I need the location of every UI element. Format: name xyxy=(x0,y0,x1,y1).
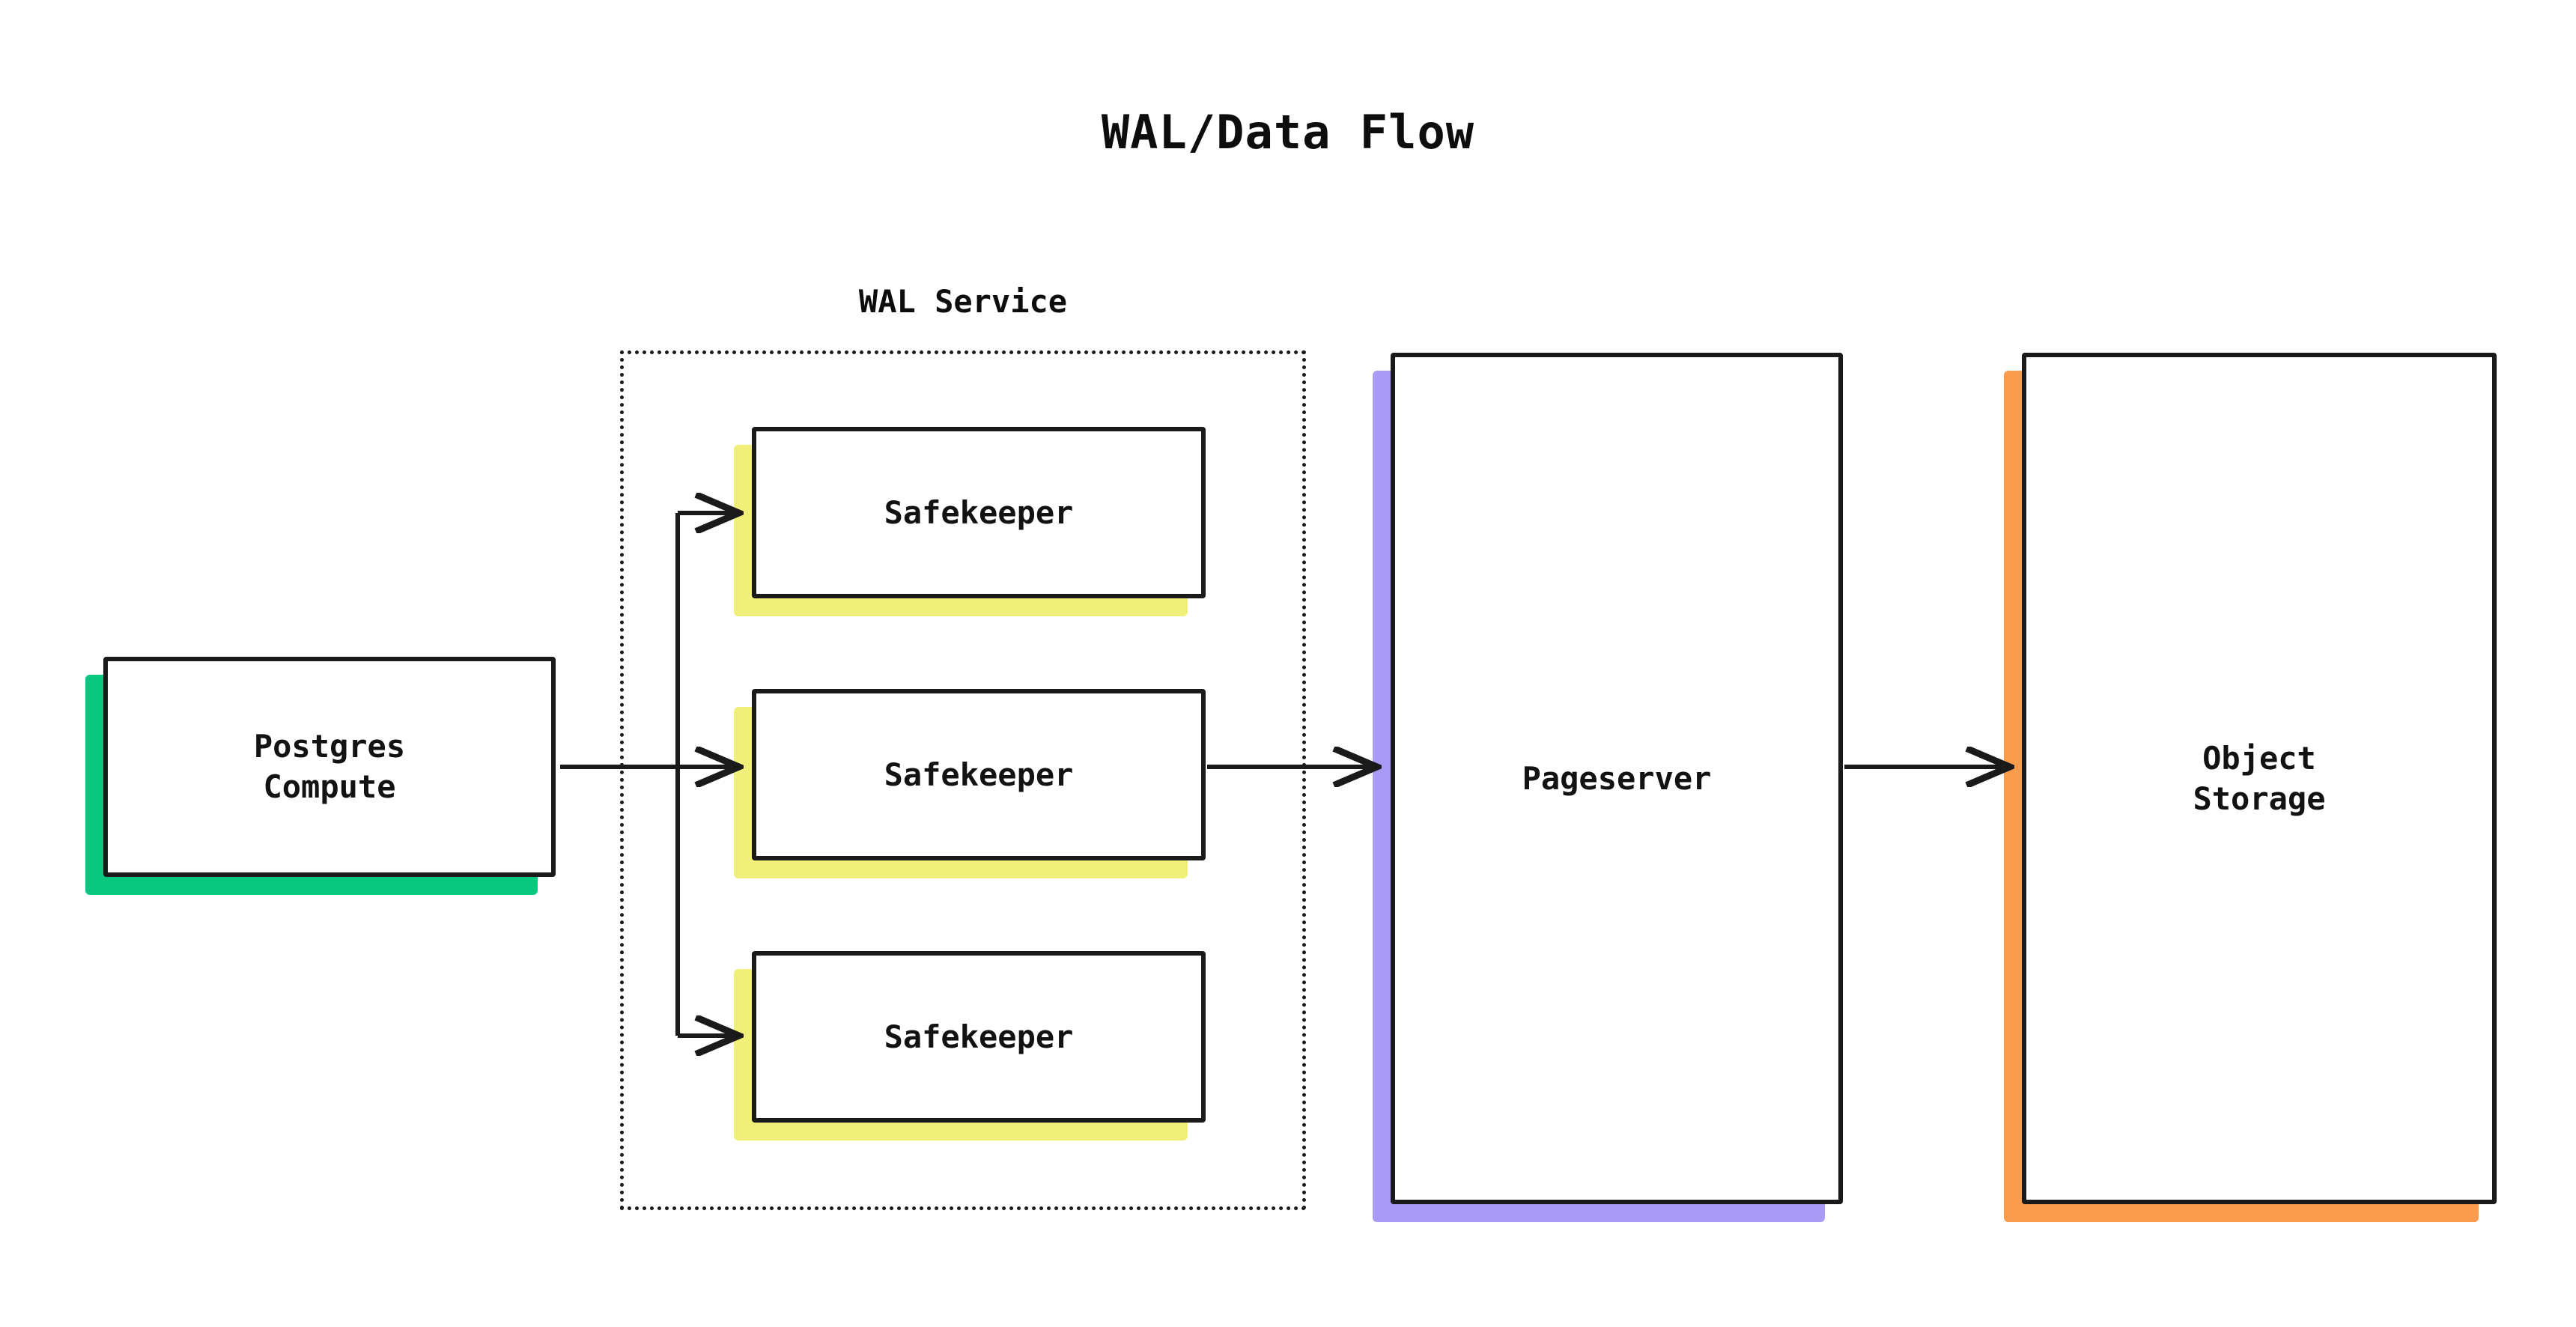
node-label-postgres-compute: Postgres Compute xyxy=(253,728,406,805)
cluster-wal-service xyxy=(620,350,1306,1210)
node-pageserver[interactable]: Pageserver xyxy=(1391,353,1843,1204)
node-label-safekeeper-2: Safekeeper xyxy=(884,756,1074,793)
node-object-storage[interactable]: Object Storage xyxy=(2022,353,2497,1204)
node-label-safekeeper-1: Safekeeper xyxy=(884,494,1074,531)
node-postgres-compute[interactable]: Postgres Compute xyxy=(103,657,556,877)
node-label-safekeeper-3: Safekeeper xyxy=(884,1018,1074,1055)
node-safekeeper-3[interactable]: Safekeeper xyxy=(752,951,1206,1123)
cluster-label-wal-service: WAL Service xyxy=(858,283,1068,320)
page-title: WAL/Data Flow xyxy=(1101,105,1475,160)
node-safekeeper-1[interactable]: Safekeeper xyxy=(752,427,1206,598)
node-label-pageserver: Pageserver xyxy=(1522,759,1712,797)
node-label-object-storage: Object Storage xyxy=(2193,739,2326,817)
node-safekeeper-2[interactable]: Safekeeper xyxy=(752,689,1206,860)
